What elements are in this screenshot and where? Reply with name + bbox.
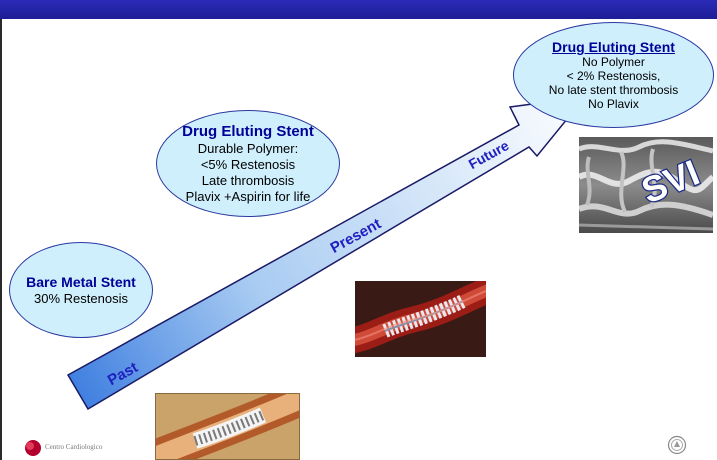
- stage-line: No Plavix: [588, 97, 639, 111]
- stage-title-future: Drug Eluting Stent: [552, 39, 675, 55]
- stage-title-past: Bare Metal Stent: [26, 274, 136, 291]
- stage-bubble-past: Bare Metal Stent 30% Restenosis: [9, 242, 153, 338]
- stage-line: 30% Restenosis: [34, 291, 128, 307]
- stent-in-artery-photo: [355, 281, 486, 357]
- stage-line: < 2% Restenosis,: [567, 69, 661, 83]
- university-seal-icon: [667, 435, 687, 455]
- centro-cardiologico-logo: Centro Cardiologico: [19, 436, 129, 460]
- stage-bubble-future: Drug Eluting Stent No Polymer < 2% Reste…: [513, 22, 714, 128]
- stage-line: Durable Polymer:: [198, 141, 298, 157]
- logo-text: Centro Cardiologico: [45, 443, 102, 451]
- stage-line: Late thrombosis: [202, 173, 295, 189]
- svi-stent-photo: SVI: [579, 137, 713, 233]
- heart-logo-icon: [19, 436, 43, 460]
- stage-line: Plavix +Aspirin for life: [186, 189, 311, 205]
- stage-line: No Polymer: [582, 55, 645, 69]
- stage-title-present: Drug Eluting Stent: [182, 123, 314, 141]
- stent-balloon-photo: [155, 393, 300, 460]
- stage-line: No late stent thrombosis: [549, 83, 678, 97]
- stage-line: <5% Restenosis: [201, 157, 295, 173]
- stage-bubble-present: Drug Eluting Stent Durable Polymer: <5% …: [156, 110, 340, 217]
